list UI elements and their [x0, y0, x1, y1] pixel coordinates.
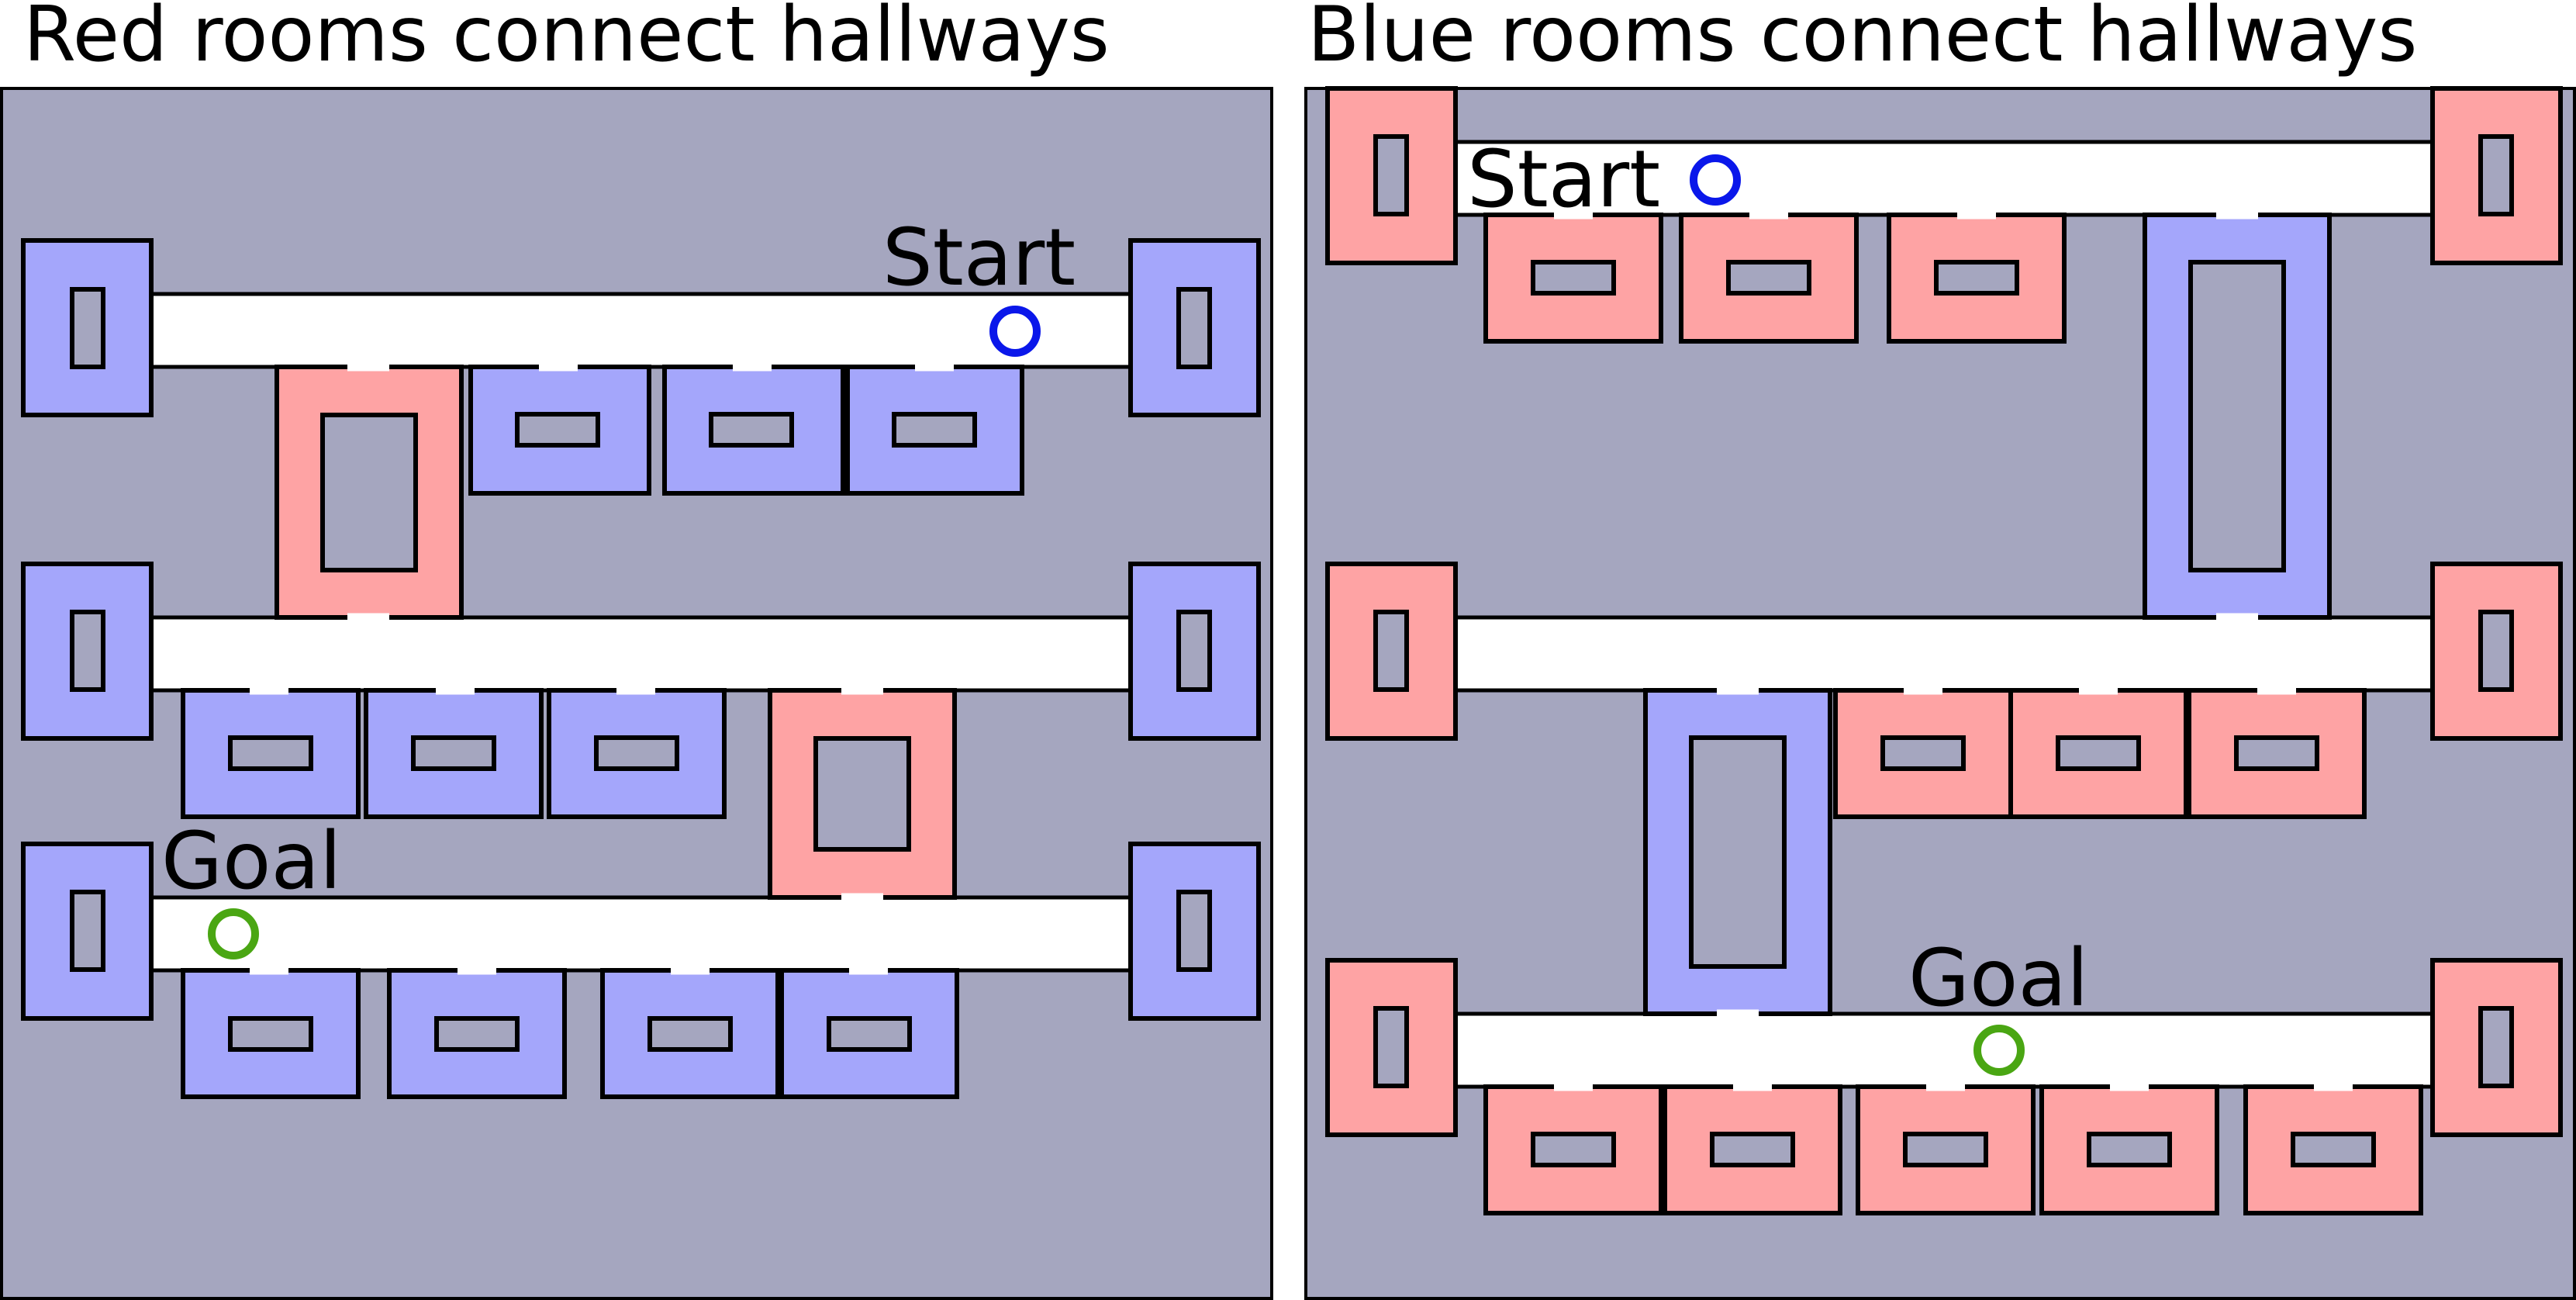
left-hallway-middle [149, 615, 1133, 693]
left-goal-marker [208, 908, 259, 959]
left-red-connector-bottom-inner [813, 736, 911, 852]
left-end-room-bottom-right-inner [1176, 890, 1212, 972]
right-room-inner [1726, 260, 1811, 296]
right-doorways [1554, 210, 2353, 1091]
left-hallway-top [149, 292, 1133, 369]
right-panel-title: Blue rooms connect hallways [1307, 0, 2417, 79]
left-red-connector-top [275, 365, 464, 620]
right-blue-connector-top-inner [2188, 260, 2286, 572]
left-room [547, 688, 727, 819]
right-room [2039, 1084, 2219, 1215]
left-room-inner [411, 735, 496, 771]
left-end-room-middle-right-inner [1176, 610, 1212, 692]
right-room-inner [1531, 1132, 1616, 1167]
right-end-room-top-right-inner [2478, 134, 2514, 216]
left-room-inner [709, 412, 794, 448]
right-room-inner [1880, 735, 1966, 771]
left-room-inner [228, 1016, 313, 1052]
left-hallway-bottom [149, 895, 1133, 973]
left-room-inner [892, 412, 977, 448]
left-room-inner [228, 735, 313, 771]
right-hallway-bottom [1453, 1011, 2435, 1089]
right-room-inner [2291, 1132, 2376, 1167]
right-room-inner [1934, 260, 2019, 296]
right-goal-marker [1973, 1025, 2025, 1076]
right-panel: Blue rooms connect hallways [1304, 0, 2576, 1300]
left-end-room-top-left-inner [70, 287, 105, 369]
left-room-inner [647, 1016, 733, 1052]
left-start-label: Start [882, 212, 1076, 304]
left-end-room-bottom-left-inner [70, 890, 105, 972]
right-end-room-middle-left-inner [1373, 610, 1409, 692]
left-end-room-middle-left-inner [70, 610, 105, 692]
left-room-inner [594, 735, 679, 771]
left-room-inner [515, 412, 600, 448]
right-end-room-bottom-left-inner [1373, 1006, 1409, 1088]
left-end-room-top-right-inner [1176, 287, 1212, 369]
right-room-inner [2056, 735, 2141, 771]
left-doorways [250, 362, 954, 975]
left-red-connector-top-inner [320, 413, 418, 572]
right-end-room-top-left-inner [1373, 134, 1409, 216]
right-blue-connector-bottom-inner [1689, 735, 1787, 969]
right-start-label: Start [1467, 133, 1660, 226]
right-room-inner [1710, 1132, 1795, 1167]
right-room-inner [2087, 1132, 2172, 1167]
right-goal-label: Goal [1908, 932, 2088, 1025]
right-room-inner [1903, 1132, 1988, 1167]
left-goal-label: Goal [161, 815, 341, 908]
right-room [1856, 1084, 2036, 1215]
right-end-room-middle-left [1325, 562, 1458, 741]
right-start-marker [1690, 154, 1741, 206]
left-panel-title: Red rooms connect hallways [23, 0, 1110, 79]
right-end-room-middle-right-inner [2478, 610, 2514, 692]
right-hallway-middle [1453, 615, 2435, 693]
left-room-inner [827, 1016, 912, 1052]
right-room [2008, 688, 2188, 819]
left-room-inner [434, 1016, 520, 1052]
right-room [2243, 1084, 2423, 1215]
right-room-inner [2234, 735, 2319, 771]
right-end-room-bottom-right-inner [2478, 1006, 2514, 1088]
left-start-marker [989, 306, 1041, 357]
right-hallway-top [1453, 140, 2435, 217]
left-panel: Red rooms connect hallways [0, 0, 1273, 1300]
right-room-inner [1531, 260, 1616, 296]
